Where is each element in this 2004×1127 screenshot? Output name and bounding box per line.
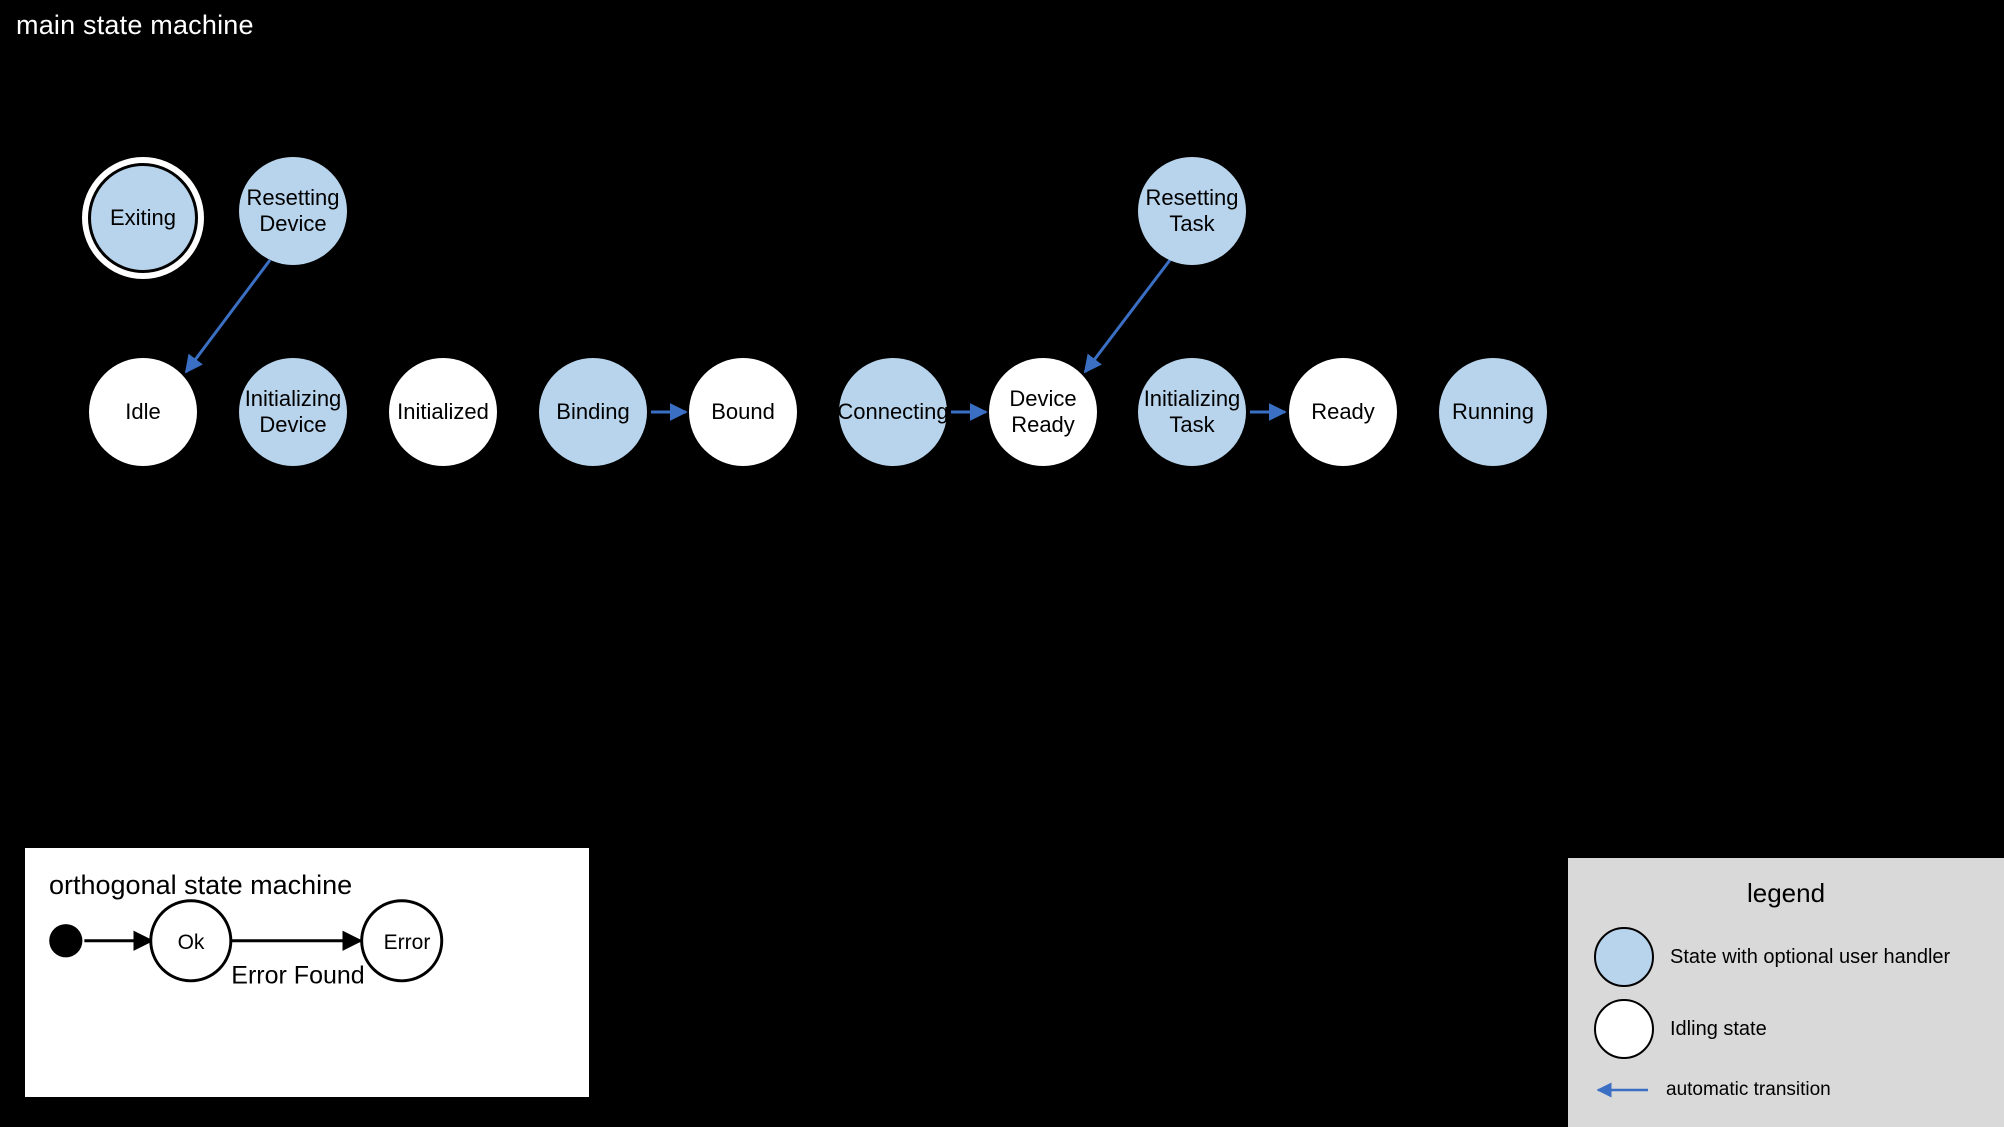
white-circle-icon: [1594, 999, 1654, 1059]
legend-row-automatic-transition: automatic transition: [1594, 1070, 1994, 1110]
state-node-label: Resetting Task: [1145, 185, 1239, 236]
state-node-label: Binding: [556, 399, 630, 425]
state-node-initializing-task[interactable]: Initializing Task: [1138, 358, 1246, 466]
ortho-initial-dot: [49, 924, 83, 958]
state-node-label: Idle: [125, 399, 161, 425]
ortho-state-error-label: Error: [383, 931, 431, 954]
final-state-inner-ring: Exiting: [88, 163, 198, 273]
state-node-label: Initializing Task: [1143, 386, 1241, 437]
state-node-resetting-device[interactable]: Resetting Device: [239, 157, 347, 265]
state-node-label: Connecting: [837, 399, 949, 425]
blue-circle-icon: [1594, 927, 1654, 987]
state-node-resetting-task[interactable]: Resetting Task: [1138, 157, 1246, 265]
legend-label-automatic-transition: automatic transition: [1666, 1079, 1831, 1100]
orthogonal-machine-graphics: [49, 899, 444, 983]
state-node-running[interactable]: Running: [1439, 358, 1547, 466]
legend-label-idling-state: Idling state: [1670, 1017, 1767, 1040]
state-node-label: Initialized: [397, 399, 489, 425]
state-node-label: Bound: [711, 399, 775, 425]
legend-label-handler-state: State with optional user handler: [1670, 945, 1951, 968]
state-node-label: Device Ready: [1009, 386, 1077, 437]
ortho-state-ok-label: Ok: [177, 931, 205, 954]
state-node-exiting[interactable]: Exiting: [82, 157, 204, 279]
state-node-idle[interactable]: Idle: [89, 358, 197, 466]
orthogonal-state-machine-panel: orthogonal state machine Ok Error Error …: [22, 845, 592, 1100]
state-node-label: Running: [1452, 399, 1534, 425]
state-node-initializing-device[interactable]: Initializing Device: [239, 358, 347, 466]
state-node-label: Ready: [1311, 399, 1375, 425]
state-node-binding[interactable]: Binding: [539, 358, 647, 466]
state-node-initialized[interactable]: Initialized: [389, 358, 497, 466]
state-node-label: Exiting: [109, 205, 177, 231]
legend-panel: legend State with optional user handler …: [1568, 858, 2004, 1127]
orthogonal-panel-title: orthogonal state machine: [49, 870, 353, 900]
ortho-state-error: [360, 899, 444, 983]
state-node-device-ready[interactable]: Device Ready: [989, 358, 1097, 466]
state-node-connecting[interactable]: Connecting: [837, 358, 949, 466]
ortho-edge-label-error-found: Error Found: [231, 961, 365, 990]
legend-title: legend: [1746, 878, 1826, 908]
transition-resetting-device-to-idle: [184, 259, 272, 374]
state-node-bound[interactable]: Bound: [689, 358, 797, 466]
page-title: main state machine: [16, 10, 254, 40]
left-arrow-icon: [1596, 1082, 1648, 1098]
state-node-ready[interactable]: Ready: [1289, 358, 1397, 466]
state-node-label: Resetting Device: [246, 185, 340, 236]
legend-row-handler-state: State with optional user handler: [1594, 926, 1994, 988]
legend-row-idling-state: Idling state: [1594, 998, 1994, 1060]
transition-resetting-task-to-device-ready: [1083, 259, 1172, 374]
state-node-label: Initializing Device: [244, 386, 342, 437]
